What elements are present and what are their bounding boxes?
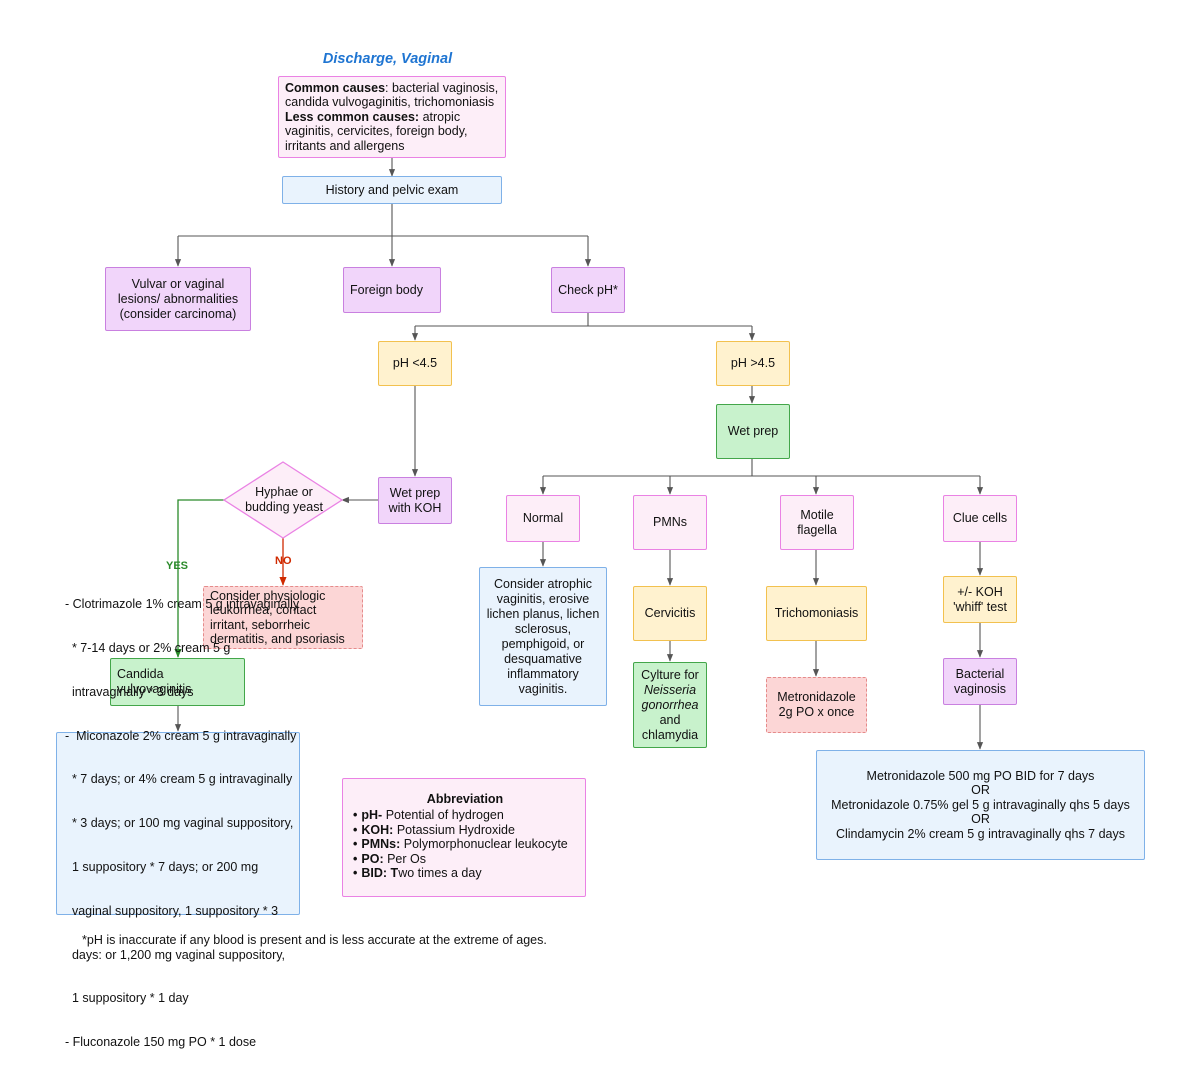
- wet-prep-koh-node: Wet prep with KOH: [378, 477, 452, 524]
- koh-whiff-node: +/- KOH 'whiff' test: [943, 576, 1017, 623]
- culture-node: Cylture for Neisseria gonorrhea and chla…: [633, 662, 707, 748]
- atrophic-node: Consider atrophic vaginitis, erosive lic…: [479, 567, 607, 706]
- ph-high-node: pH >4.5: [716, 341, 790, 386]
- abbreviation-item: KOH: Potassium Hydroxide: [353, 823, 568, 838]
- candida-tx-line: intravaginally * 3 days: [65, 684, 194, 699]
- bv-tx-line: OR: [971, 783, 990, 798]
- candida-tx-line: - Clotrimazole 1% cream 5 g intravaginal…: [65, 597, 300, 612]
- yes-label: YES: [166, 560, 189, 572]
- bv-tx-line: OR: [971, 812, 990, 827]
- common-causes-text: : bacterial vaginosis, candida vulvogagi…: [285, 80, 499, 110]
- abbreviation-item: PO: Per Os: [353, 852, 568, 867]
- bv-treatment-list: Metronidazole 500 mg PO BID for 7 days O…: [831, 769, 1130, 842]
- candida-tx-line: 1 suppository * 7 days; or 200 mg: [65, 859, 259, 874]
- causes-box: Common causes: bacterial vaginosis, cand…: [278, 76, 506, 158]
- motile-flagella-node: Motile flagella: [780, 495, 854, 550]
- candida-tx-line: * 7-14 days or 2% cream 5 g: [65, 641, 231, 656]
- hyphae-diamond-shape: [222, 461, 344, 539]
- abbreviation-item: PMNs: Polymorphonuclear leukocyte: [353, 837, 567, 852]
- physiologic-node: Consider physiologic leukorrhea, contact…: [203, 586, 363, 649]
- abbreviation-heading: Abbreviation: [426, 792, 504, 806]
- edge-history-branches: [178, 204, 588, 237]
- abbreviation-item: pH- Potential of hydrogen: [353, 808, 568, 823]
- candida-tx-line: * 7 days; or 4% cream 5 g intravaginally: [65, 772, 293, 787]
- foreign-body-node: Foreign body: [343, 267, 441, 313]
- bacterial-vaginosis-node: Bacterial vaginosis: [943, 658, 1017, 705]
- vulvar-node: Vulvar or vaginal lesions/ abnormalities…: [105, 267, 251, 331]
- chart-title: Discharge, Vaginal: [322, 51, 453, 67]
- ph-low-node: pH <4.5: [378, 341, 452, 386]
- edge-ph-branches: [415, 313, 752, 327]
- bv-tx-line: Metronidazole 500 mg PO BID for 7 days: [866, 768, 1095, 783]
- clue-cells-node: Clue cells: [943, 495, 1017, 542]
- cervicitis-node: Cervicitis: [633, 586, 707, 641]
- hyphae-node: Hyphae or budding yeast: [245, 485, 323, 514]
- bv-tx-line: Metronidazole 0.75% gel 5 g intravaginal…: [831, 797, 1130, 812]
- history-node: History and pelvic exam: [282, 176, 502, 204]
- candida-treatment-box: - Clotrimazole 1% cream 5 g intravaginal…: [56, 597, 300, 1049]
- flowchart: Discharge, Vaginal Common causes: bacter…: [0, 0, 1200, 1002]
- candida-node: Candida vulvovaginitis: [110, 658, 245, 706]
- culture-post-text: and chlamydia: [641, 712, 699, 742]
- check-ph-node: Check pH*: [551, 267, 625, 313]
- culture-pre-text: Cylture for: [641, 667, 699, 682]
- metronidazole-once-node: Metronidazole 2g PO x once: [766, 677, 867, 733]
- edge-yes: [174, 499, 224, 658]
- connectors: [174, 158, 984, 750]
- bv-tx-line: Clindamycin 2% cream 5 g intravaginally …: [835, 826, 1125, 841]
- trichomoniasis-node: Trichomoniasis: [766, 586, 867, 641]
- candida-tx-line: - Fluconazole 150 mg PO * 1 dose: [65, 1035, 257, 1050]
- less-common-causes-label: Less common causes:: [285, 109, 420, 124]
- wet-prep-node: Wet prep: [716, 404, 790, 459]
- footnote: *pH is inaccurate if any blood is presen…: [82, 933, 547, 947]
- candida-tx-line: * 3 days; or 100 mg vaginal suppository,: [65, 816, 294, 831]
- no-label: NO: [275, 555, 292, 567]
- pmns-node: PMNs: [633, 495, 707, 550]
- culture-organism: Neisseria gonorrhea: [641, 682, 699, 712]
- less-common-causes-text: atropic vaginitis, cervicites, foreign b…: [285, 109, 468, 153]
- candida-tx-line: - Miconazole 2% cream 5 g intravaginally: [65, 728, 297, 743]
- candida-tx-line: days: or 1,200 mg vaginal suppository,: [65, 947, 286, 962]
- common-causes-label: Common causes: [285, 80, 386, 95]
- candida-treatment-list: - Clotrimazole 1% cream 5 g intravaginal…: [65, 568, 299, 1079]
- normal-node: Normal: [506, 495, 580, 542]
- abbreviation-list: pH- Potential of hydrogen KOH: Potassium…: [353, 808, 568, 881]
- abbreviation-box: Abbreviation pH- Potential of hydrogen K…: [342, 778, 586, 897]
- bv-treatment-box: Metronidazole 500 mg PO BID for 7 days O…: [816, 750, 1145, 860]
- candida-tx-line: 1 suppository * 1 day: [65, 991, 189, 1006]
- candida-tx-line: vaginal suppository, 1 suppository * 3: [65, 903, 279, 918]
- edge-wetprep-branches: [543, 459, 980, 477]
- abbreviation-item: BID: Two times a day: [353, 866, 568, 881]
